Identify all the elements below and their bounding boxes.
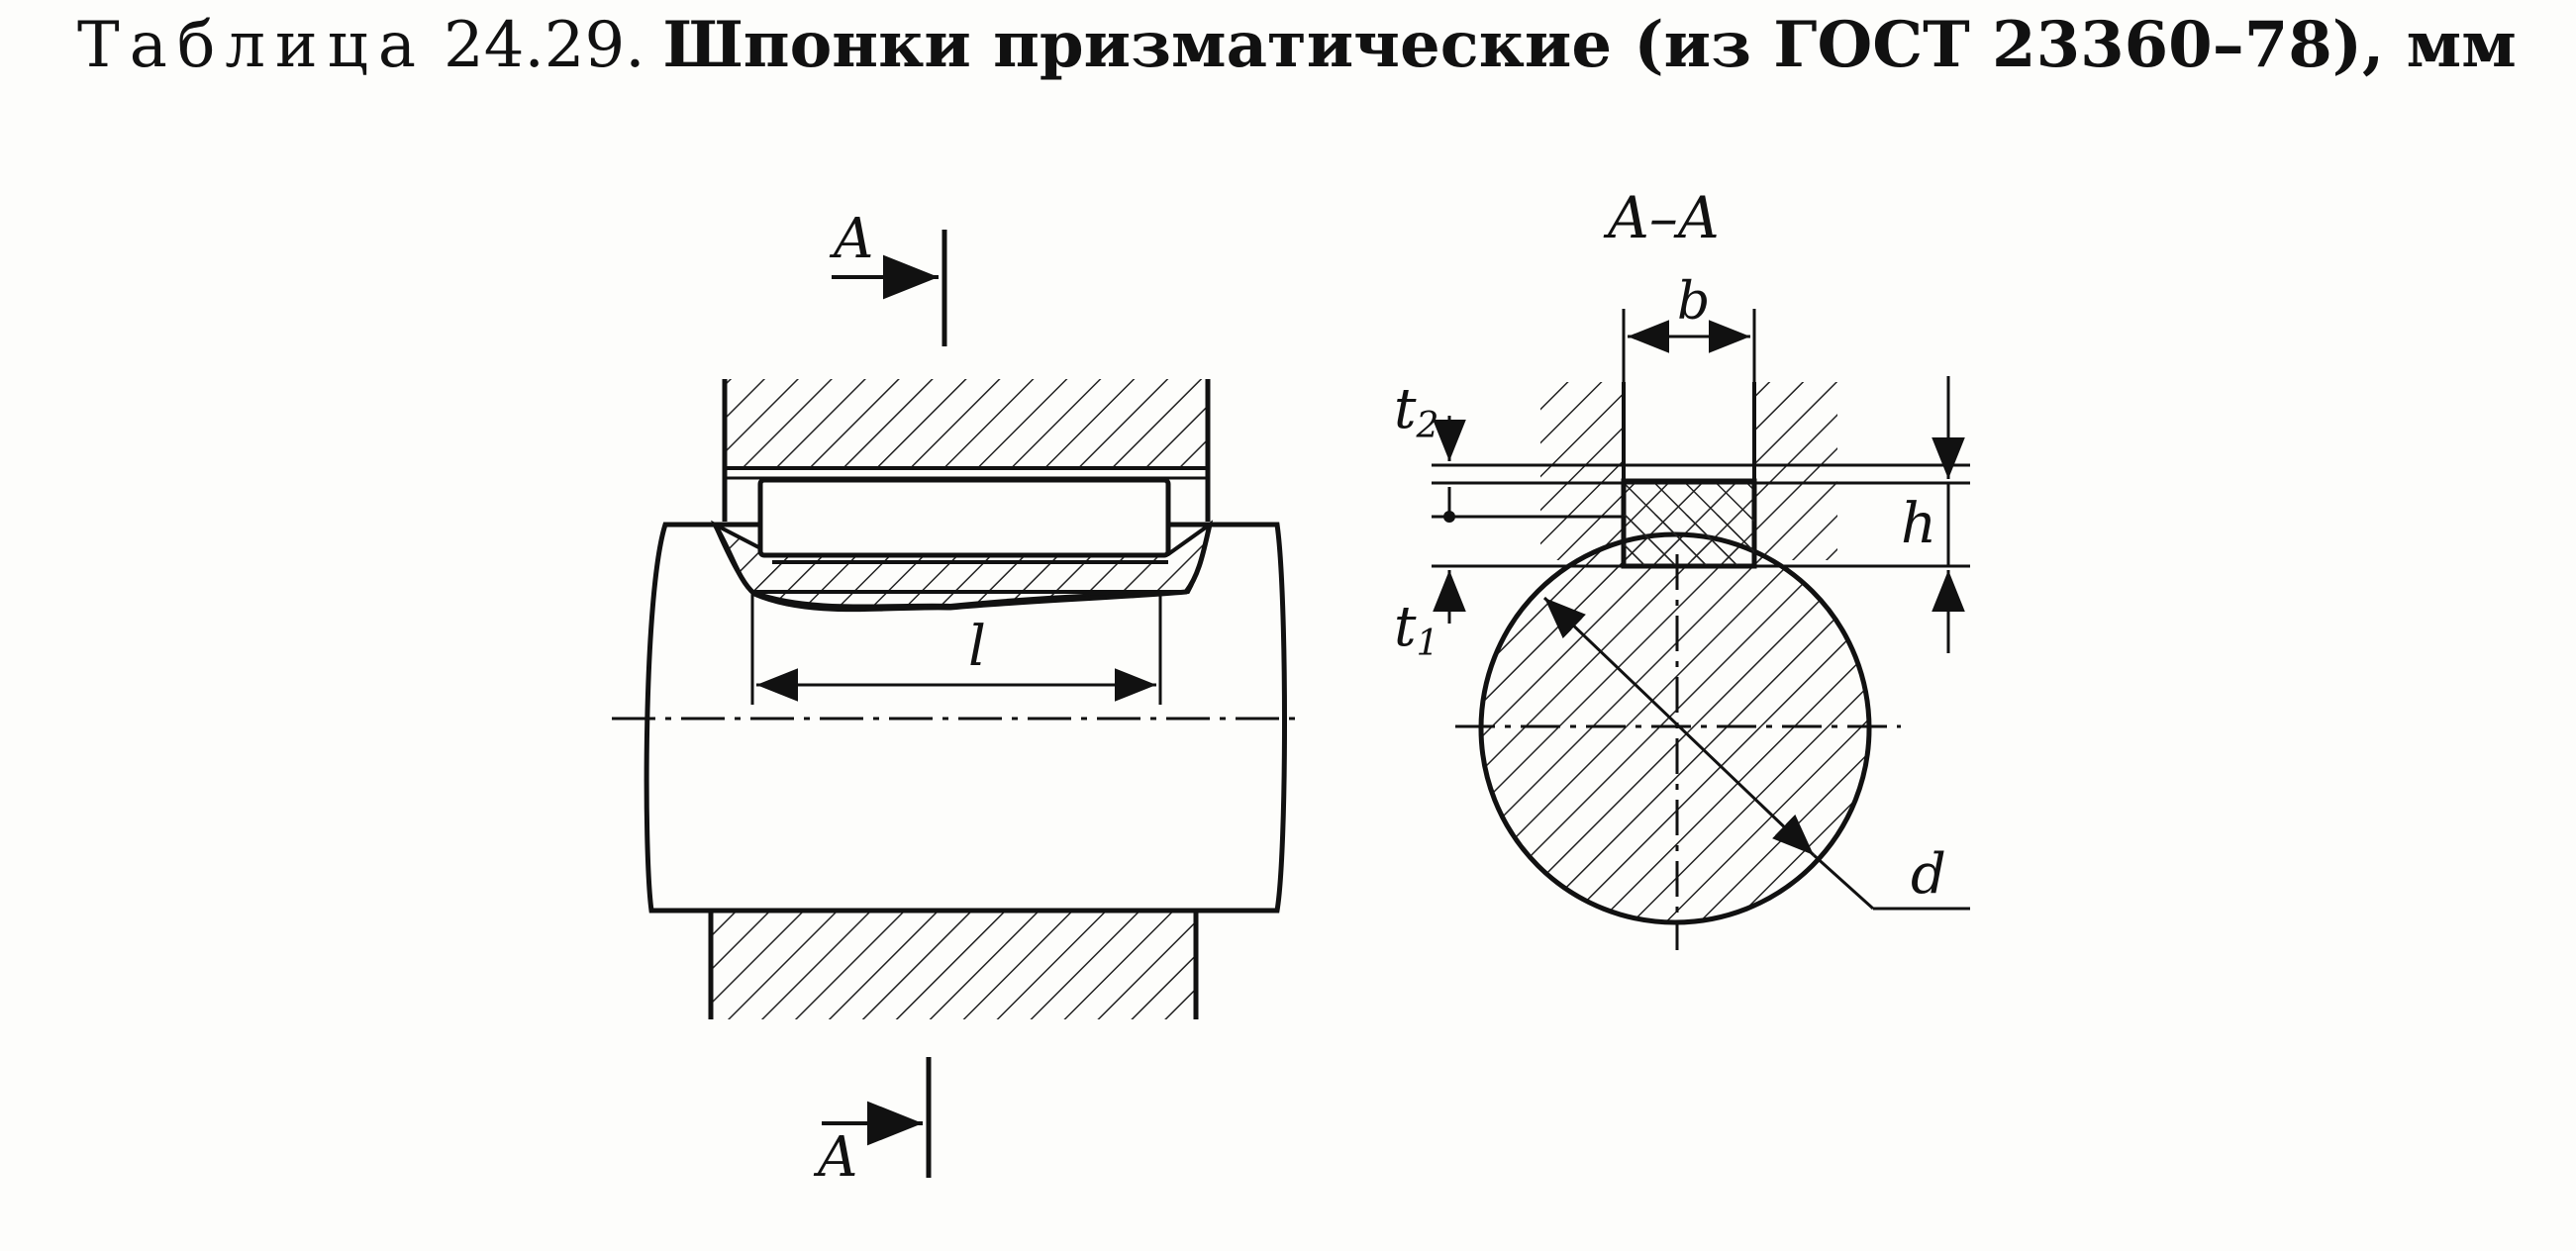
shaft-depth-label: t1	[1394, 595, 1438, 664]
longitudinal-view: l A A	[612, 207, 1297, 1190]
title-name: Шпонки призматические (из ГОСТ 23360–78)…	[662, 8, 2517, 82]
title-word: Таблица	[77, 9, 426, 82]
shaft-depth-sub: 1	[1417, 624, 1439, 664]
hub-depth-label: t2	[1394, 377, 1438, 446]
hub-top	[725, 379, 1208, 468]
hub-depth-symbol: t	[1394, 377, 1417, 441]
shaft-depth-symbol: t	[1394, 595, 1417, 659]
height-label: h	[1901, 492, 1936, 556]
hub-depth-sub: 2	[1416, 406, 1439, 446]
shaft-section	[1478, 531, 1872, 925]
section-view-label: A–A	[1603, 184, 1720, 251]
diameter-dimension	[1542, 596, 1816, 857]
width-label: b	[1677, 272, 1710, 332]
diameter-label: d	[1911, 842, 1946, 907]
section-label-bottom: A	[813, 1125, 857, 1190]
section-label-top: A	[829, 207, 873, 271]
cross-section-view: A–A b t2 t1	[1394, 184, 1970, 950]
key-body	[757, 477, 1171, 558]
length-label: l	[968, 615, 986, 679]
hub-bottom	[711, 911, 1196, 1019]
title-number: 24.29.	[444, 9, 645, 82]
